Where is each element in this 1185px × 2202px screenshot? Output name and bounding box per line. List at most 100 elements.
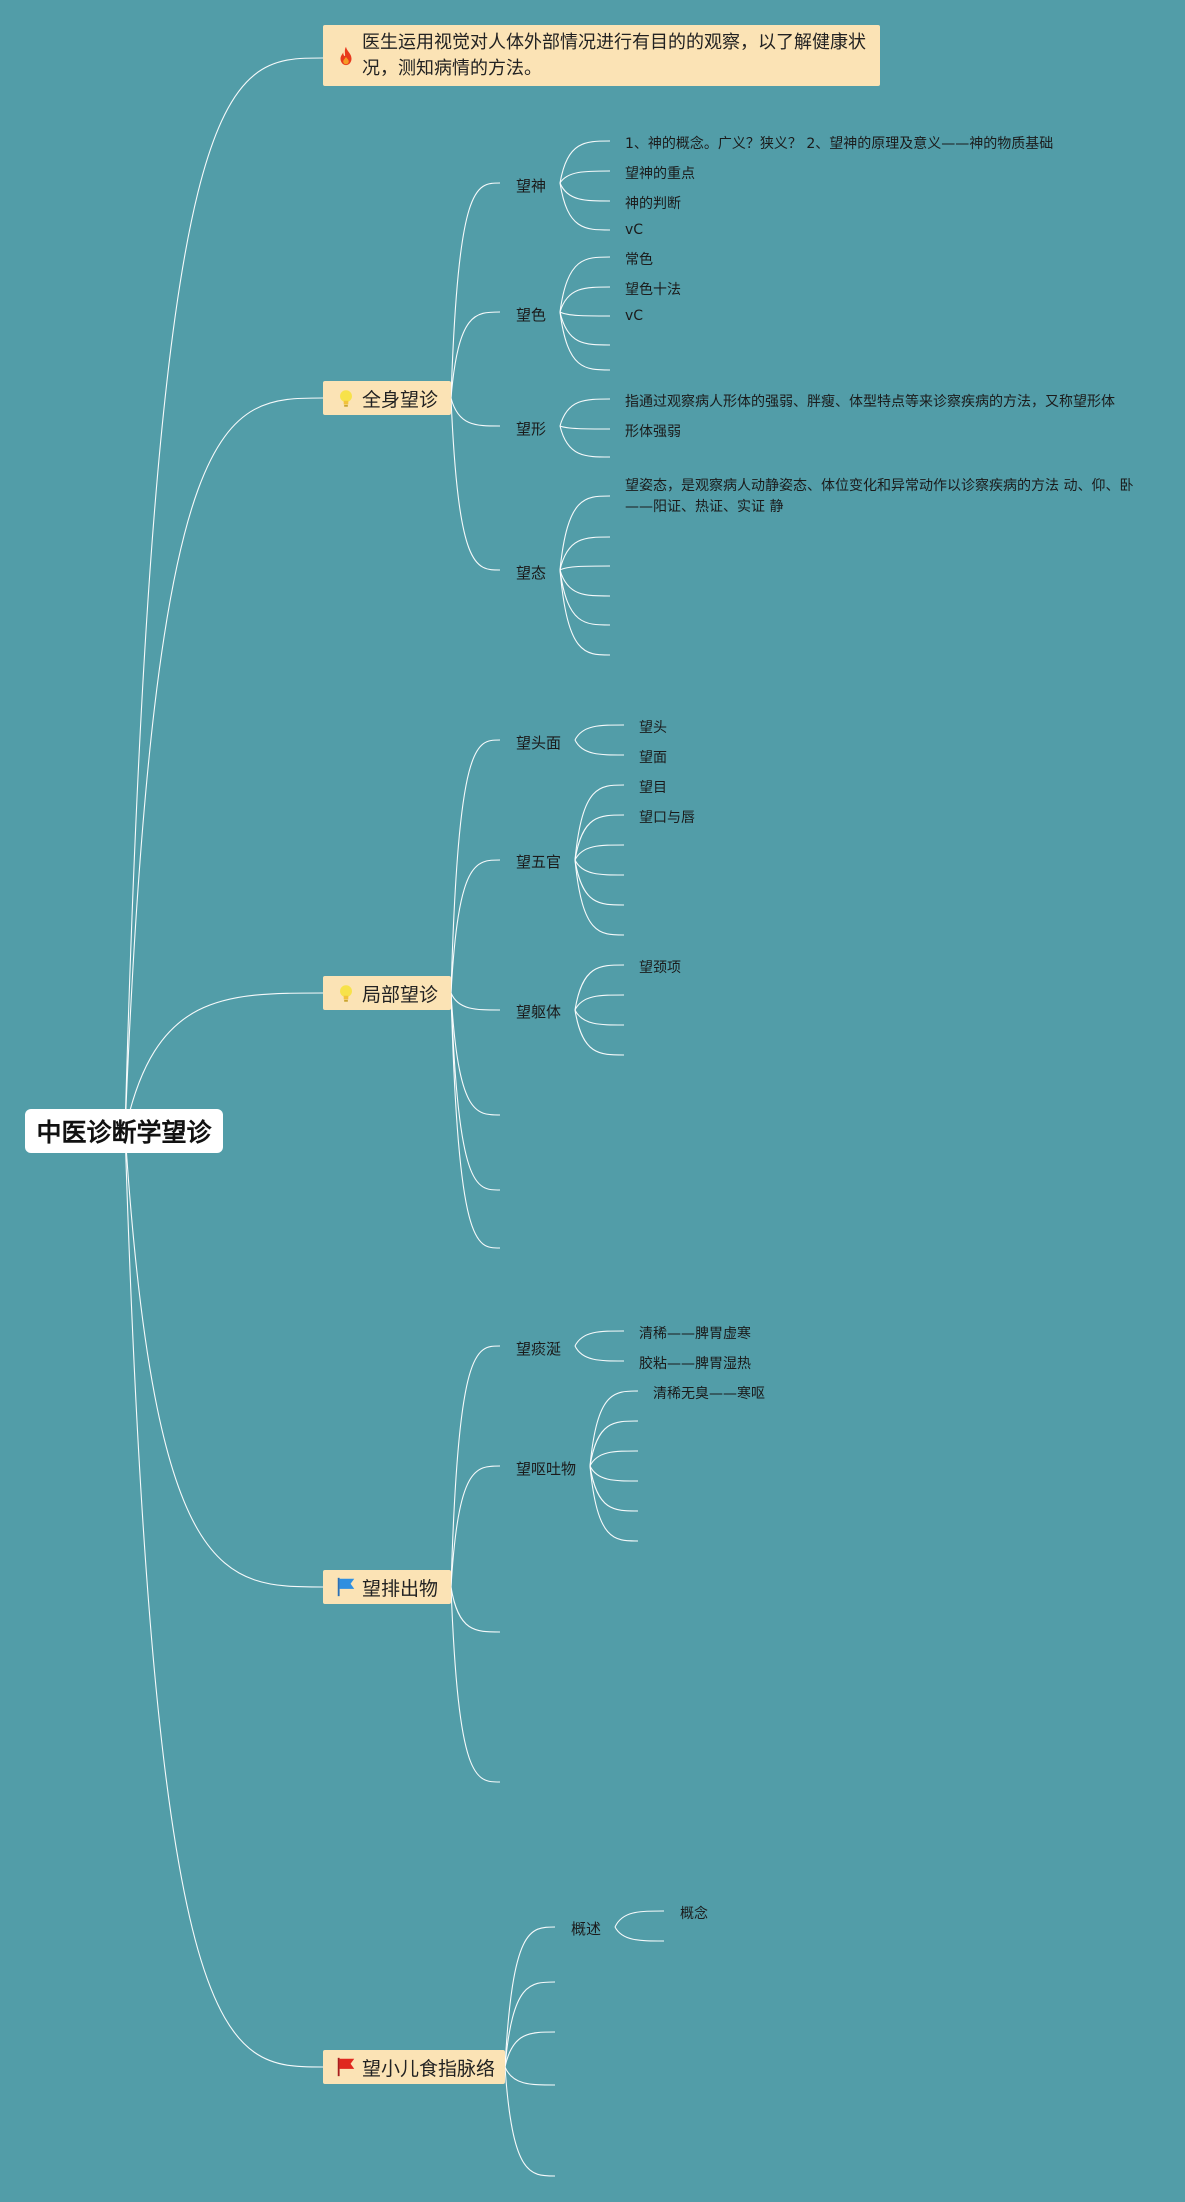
section-connector xyxy=(504,2031,556,2068)
leaf-gs-concept[interactable]: 概念 xyxy=(680,1906,708,1922)
section-connector xyxy=(504,2066,556,2177)
leaf-ot-cold[interactable]: 清稀无臭——寒呕 xyxy=(653,1386,765,1402)
section-connector xyxy=(450,397,501,571)
leaf-connector xyxy=(574,859,625,906)
section-connector xyxy=(450,1586,501,1783)
leaf-connector xyxy=(559,425,611,430)
leaf-se-vc[interactable]: vC xyxy=(625,308,644,324)
leaf-connector xyxy=(559,425,611,458)
leaf-connector xyxy=(574,859,625,936)
leaf-wg-eye[interactable]: 望目 xyxy=(639,780,667,796)
leaf-connector xyxy=(589,1390,639,1467)
topic-wangqugan[interactable]: 望躯体 xyxy=(516,1003,562,1021)
section-connector xyxy=(450,739,501,994)
section-quanshen[interactable]: 全身望诊 xyxy=(323,381,451,415)
leaf-connector xyxy=(559,182,611,202)
leaf-connector xyxy=(574,1330,625,1347)
leaf-connector xyxy=(574,964,625,1011)
blue-flag-icon xyxy=(337,1577,355,1597)
section-label: 局部望诊 xyxy=(362,983,439,1006)
topic-wangtai[interactable]: 望态 xyxy=(516,564,547,582)
leaf-connector xyxy=(574,1009,625,1026)
leaf-shen-concept[interactable]: 1、神的概念。广义？狭义？ 2、望神的原理及意义——神的物质基础 xyxy=(625,136,1054,152)
leaf-connector xyxy=(559,398,611,427)
leaf-tou-face[interactable]: 望面 xyxy=(639,750,667,766)
leaf-shen-vc[interactable]: vC xyxy=(625,222,644,238)
leaf-connector xyxy=(559,569,611,597)
section-label: 全身望诊 xyxy=(362,388,439,411)
leaf-se-normal[interactable]: 常色 xyxy=(625,252,653,268)
fire-icon xyxy=(340,46,352,65)
section-connector xyxy=(504,1981,556,2068)
section-connector xyxy=(450,397,501,427)
root-topic[interactable]: 中医诊断学望诊 xyxy=(25,1109,223,1153)
section-connector xyxy=(450,311,501,399)
topic-wangshen[interactable]: 望神 xyxy=(516,177,547,195)
leaf-connector xyxy=(614,1926,665,1942)
leaf-wg-mouth[interactable]: 望口与唇 xyxy=(639,810,695,826)
topic-wangtoumian[interactable]: 望头面 xyxy=(516,734,562,752)
section-label: 望排出物 xyxy=(362,1577,439,1600)
root-connector xyxy=(124,57,324,1132)
leaf-se-tenmethods[interactable]: 望色十法 xyxy=(625,282,681,298)
topic-wangse[interactable]: 望色 xyxy=(516,306,547,324)
leaf-connector xyxy=(559,182,611,231)
leaf-tou-head[interactable]: 望头 xyxy=(639,720,667,736)
leaf-connector xyxy=(559,569,611,656)
leaf-shen-focus[interactable]: 望神的重点 xyxy=(625,166,695,182)
topic-wangoutuwu[interactable]: 望呕吐物 xyxy=(516,1460,577,1478)
leaf-tx-sticky[interactable]: 胶粘——脾胃湿热 xyxy=(639,1356,751,1372)
leaf-connector xyxy=(589,1465,639,1542)
section-paichuwu[interactable]: 望排出物 xyxy=(323,1570,451,1604)
leaf-xing-definition[interactable]: 指通过观察病人形体的强弱、胖瘦、体型特点等来诊察疾病的方法，又称望形体 xyxy=(625,394,1115,410)
leaf-connector xyxy=(559,311,611,346)
topic-wangwuguan[interactable]: 望五官 xyxy=(516,853,562,871)
section-label: 望小儿食指脉络 xyxy=(362,2057,496,2080)
root-connector xyxy=(124,397,324,1132)
leaf-connector xyxy=(574,814,625,861)
leaf-connector xyxy=(574,994,625,1011)
leaf-qg-neck[interactable]: 望颈项 xyxy=(639,960,681,976)
leaf-connector xyxy=(574,739,625,756)
section-connector xyxy=(504,1926,556,2068)
leaf-connector xyxy=(589,1465,639,1482)
section-connector xyxy=(450,1345,501,1588)
leaf-connector xyxy=(559,536,611,571)
section-jubu[interactable]: 局部望诊 xyxy=(323,976,451,1010)
definition-note[interactable]: 医生运用视觉对人体外部情况进行有目的的观察，以了解健康状况，测知病情的方法。 xyxy=(323,25,880,86)
leaf-connector xyxy=(559,311,611,317)
leaf-tx-thin[interactable]: 清稀——脾胃虚寒 xyxy=(639,1326,751,1342)
red-flag-icon xyxy=(337,2057,355,2077)
topic-wangxing[interactable]: 望形 xyxy=(516,420,547,438)
section-connector xyxy=(450,992,501,1116)
leaf-connector xyxy=(559,140,611,184)
root-connector xyxy=(124,1130,324,2068)
topic-wangtanxian[interactable]: 望痰涎 xyxy=(516,1340,562,1358)
leaf-shen-judge[interactable]: 神的判断 xyxy=(625,196,681,212)
leaf-tai-posture[interactable]: 望姿态，是观察病人动静姿态、体位变化和异常动作以诊察疾病的方法 动、仰、卧——阳… xyxy=(625,478,1134,515)
leaf-connector xyxy=(559,170,611,184)
topic-gaishu[interactable]: 概述 xyxy=(571,1920,602,1938)
leaf-connector xyxy=(559,286,611,313)
section-connector xyxy=(450,992,501,1191)
leaf-connector xyxy=(559,569,611,626)
leaf-connector xyxy=(574,724,625,741)
lightbulb-icon xyxy=(340,390,352,407)
leaf-connector xyxy=(574,784,625,861)
leaf-xing-strength[interactable]: 形体强弱 xyxy=(625,424,681,440)
leaf-connector xyxy=(574,1009,625,1056)
leaf-connector xyxy=(559,311,611,371)
section-connector xyxy=(450,992,501,1011)
leaf-connector xyxy=(559,565,611,571)
definition-text: 医生运用视觉对人体外部情况进行有目的的观察，以了解健康状况，测知病情的方法。 xyxy=(362,31,866,79)
leaf-connector xyxy=(574,1345,625,1362)
leaf-connector xyxy=(559,495,611,571)
leaf-connector xyxy=(559,256,611,313)
section-xiaoer[interactable]: 望小儿食指脉络 xyxy=(323,2050,505,2084)
section-connector xyxy=(450,1586,501,1633)
leaf-connector xyxy=(589,1420,639,1467)
leaf-connector xyxy=(589,1465,639,1512)
root-connector xyxy=(124,1130,324,1588)
section-connector xyxy=(450,1465,501,1588)
